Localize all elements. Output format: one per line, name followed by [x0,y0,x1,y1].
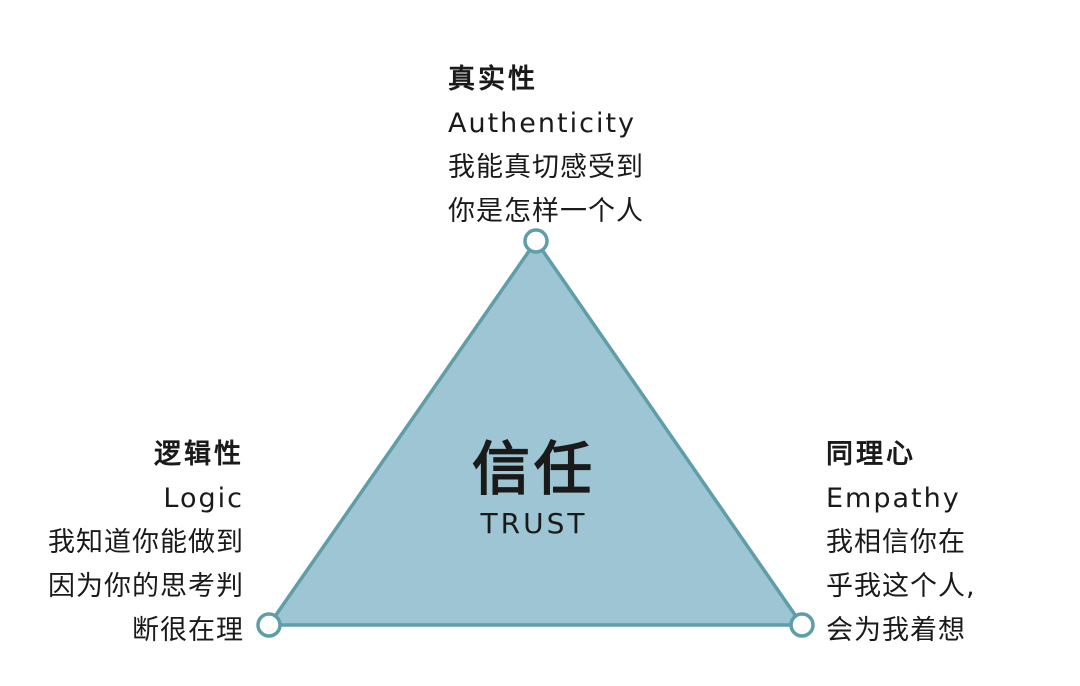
node-english-label: Authenticity [448,108,637,139]
node-description-line: 会为我着想 [826,615,966,646]
node-description-line: 断很在理 [132,615,244,646]
node-description-line: 我能真切感受到 [448,152,644,183]
node-title: 同理心 [826,439,916,470]
node-description-line: 因为你的思考判 [48,571,244,602]
trust-triangle [267,239,804,627]
node-empathy: 同理心 Empathy 我相信你在 乎我这个人, 会为我着想 [826,433,976,653]
node-english-label: Logic [163,483,244,514]
vertex-marker-left [256,612,282,638]
node-title: 逻辑性 [154,439,244,470]
node-description-line: 我相信你在 [826,527,966,558]
node-english-label: Empathy [826,483,961,514]
node-description-line: 你是怎样一个人 [448,196,644,227]
node-logic: 逻辑性 Logic 我知道你能做到 因为你的思考判 断很在理 [48,433,244,653]
center-subtitle: TRUST [480,507,588,540]
center-title: 信任 [471,435,596,503]
node-title: 真实性 [448,64,538,95]
node-authenticity: 真实性 Authenticity 我能真切感受到 你是怎样一个人 [448,58,644,234]
vertex-marker-right [789,612,815,638]
vertex-marker-top [523,228,549,254]
node-description-line: 我知道你能做到 [48,527,244,558]
node-description-line: 乎我这个人, [826,571,976,602]
